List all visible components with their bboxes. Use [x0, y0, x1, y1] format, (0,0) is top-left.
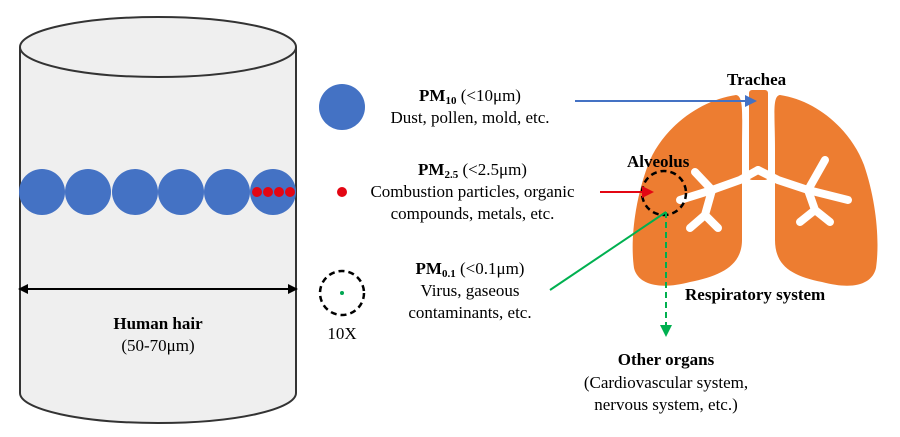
pm01-desc-1: Virus, gaseous	[420, 281, 520, 300]
pm01-name: PM	[415, 259, 442, 278]
pm10-particle	[65, 169, 111, 215]
respiratory-label: Respiratory system	[685, 285, 826, 304]
pm01-arrow	[549, 211, 667, 291]
pm10-particle	[204, 169, 250, 215]
pm25-title: PM2.5 (<2.5μm)	[350, 160, 595, 181]
pm10-title: PM10 (<10μm)	[370, 86, 570, 107]
pm25-dots-in-hair	[252, 187, 295, 197]
zoom-label: 10X	[327, 324, 357, 343]
pm10-name: PM	[419, 86, 446, 105]
pm10-sub: 10	[445, 95, 457, 107]
pm25-desc-1: Combustion particles, organic	[370, 182, 575, 201]
other-organs-line1: (Cardiovascular system,	[583, 373, 749, 392]
pm25-particle	[252, 187, 262, 197]
pm10-range: (<10μm)	[456, 86, 521, 105]
lungs-illustration	[632, 90, 878, 286]
pm10-desc: Dust, pollen, mold, etc.	[390, 108, 550, 127]
pm10-particle	[158, 169, 204, 215]
pm25-particle	[263, 187, 273, 197]
pm25-sub: 2.5	[444, 169, 459, 181]
pm10-particle	[19, 169, 65, 215]
trachea-label: Trachea	[727, 70, 787, 89]
hair-cylinder	[19, 16, 297, 424]
hair-size: (50-70μm)	[121, 336, 195, 355]
pm25-particle	[274, 187, 284, 197]
pm25-particle	[285, 187, 295, 197]
alveolus-highlight	[640, 169, 688, 217]
pm10-legend-circle	[319, 84, 365, 130]
alveolus-label: Alveolus	[627, 152, 690, 171]
other-organs-title: Other organs	[617, 350, 715, 369]
pm01-range: (<0.1μm)	[455, 259, 525, 278]
pm10-particle	[112, 169, 158, 215]
pm01-title: PM0.1 (<0.1μm)	[385, 259, 555, 280]
pm25-name: PM	[418, 160, 445, 179]
pm01-zoom-circle	[318, 269, 366, 317]
pm25-range: (<2.5μm)	[458, 160, 527, 179]
pm01-sub: 0.1	[441, 268, 456, 280]
hair-label: Human hair	[113, 314, 203, 333]
pm25-desc-2: compounds, metals, etc.	[390, 204, 555, 223]
pm10-circles-in-hair	[19, 169, 296, 215]
pm01-desc-2: contaminants, etc.	[408, 303, 532, 322]
other-organs-line2: nervous system, etc.)	[594, 395, 738, 414]
pm25-legend-dot	[337, 187, 347, 197]
